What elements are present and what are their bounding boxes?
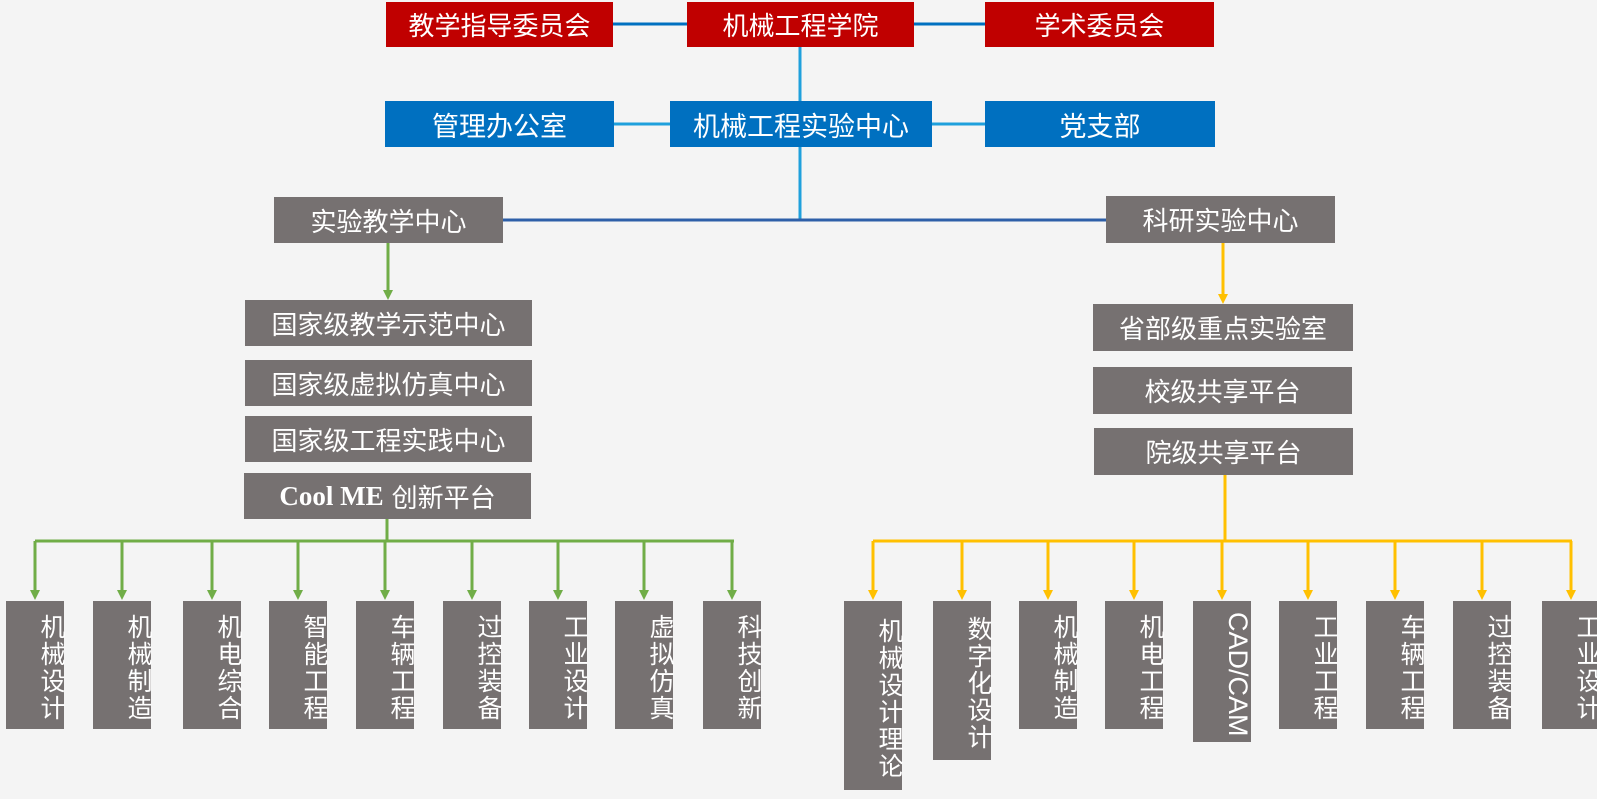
left-drop-arrows [30, 541, 737, 600]
teaching-lab-box: 过控装备 [443, 601, 503, 729]
teaching-lab-box: 机械设计 [6, 601, 66, 729]
teaching-center-item: 国家级虚拟仿真中心 [245, 360, 532, 406]
coolme-cn-label: 创新平台 [391, 483, 496, 514]
coolme-en-label: Cool ME [279, 480, 384, 511]
teaching-lab-box: 机械制造 [93, 601, 153, 729]
management-office-box: 管理办公室 [385, 101, 614, 147]
research-center-box: 科研实验中心 [1106, 196, 1335, 243]
research-lab-box: 过控装备 [1453, 601, 1513, 729]
research-platform-item: 省部级重点实验室 [1093, 304, 1353, 351]
school-box: 机械工程学院 [687, 2, 914, 47]
teaching-center-item: 国家级教学示范中心 [245, 300, 532, 346]
research-lab-box: 机械设计理论 [844, 601, 904, 790]
teaching-center-item: 国家级工程实践中心 [245, 416, 532, 462]
research-lab-box: 机电工程 [1105, 601, 1165, 729]
research-lab-box: 工业设计 [1542, 601, 1597, 729]
research-platform-item: 院级共享平台 [1094, 428, 1353, 475]
academic-committee-box: 学术委员会 [985, 2, 1214, 47]
research-lab-box: 车辆工程 [1366, 601, 1426, 729]
research-lab-box: 机械制造 [1019, 601, 1079, 729]
teaching-center-box: 实验教学中心 [274, 197, 503, 243]
research-platform-item: 校级共享平台 [1093, 367, 1352, 414]
lab-center-box: 机械工程实验中心 [670, 101, 932, 147]
party-branch-box: 党支部 [985, 101, 1215, 147]
research-lab-box: CAD/CAM [1193, 601, 1253, 742]
research-lab-box: 工业工程 [1279, 601, 1339, 729]
teaching-lab-box: 科技创新 [703, 601, 763, 729]
right-drop-arrows [868, 541, 1576, 600]
teaching-committee-box: 教学指导委员会 [386, 2, 613, 47]
teaching-lab-box: 智能工程 [269, 601, 329, 729]
teaching-lab-box: 工业设计 [529, 601, 589, 729]
teaching-lab-box: 机电综合 [183, 601, 243, 729]
research-lab-box: 数字化设计 [933, 601, 993, 760]
teaching-lab-box: 虚拟仿真 [615, 601, 675, 729]
teaching-lab-box: 车辆工程 [356, 601, 416, 729]
